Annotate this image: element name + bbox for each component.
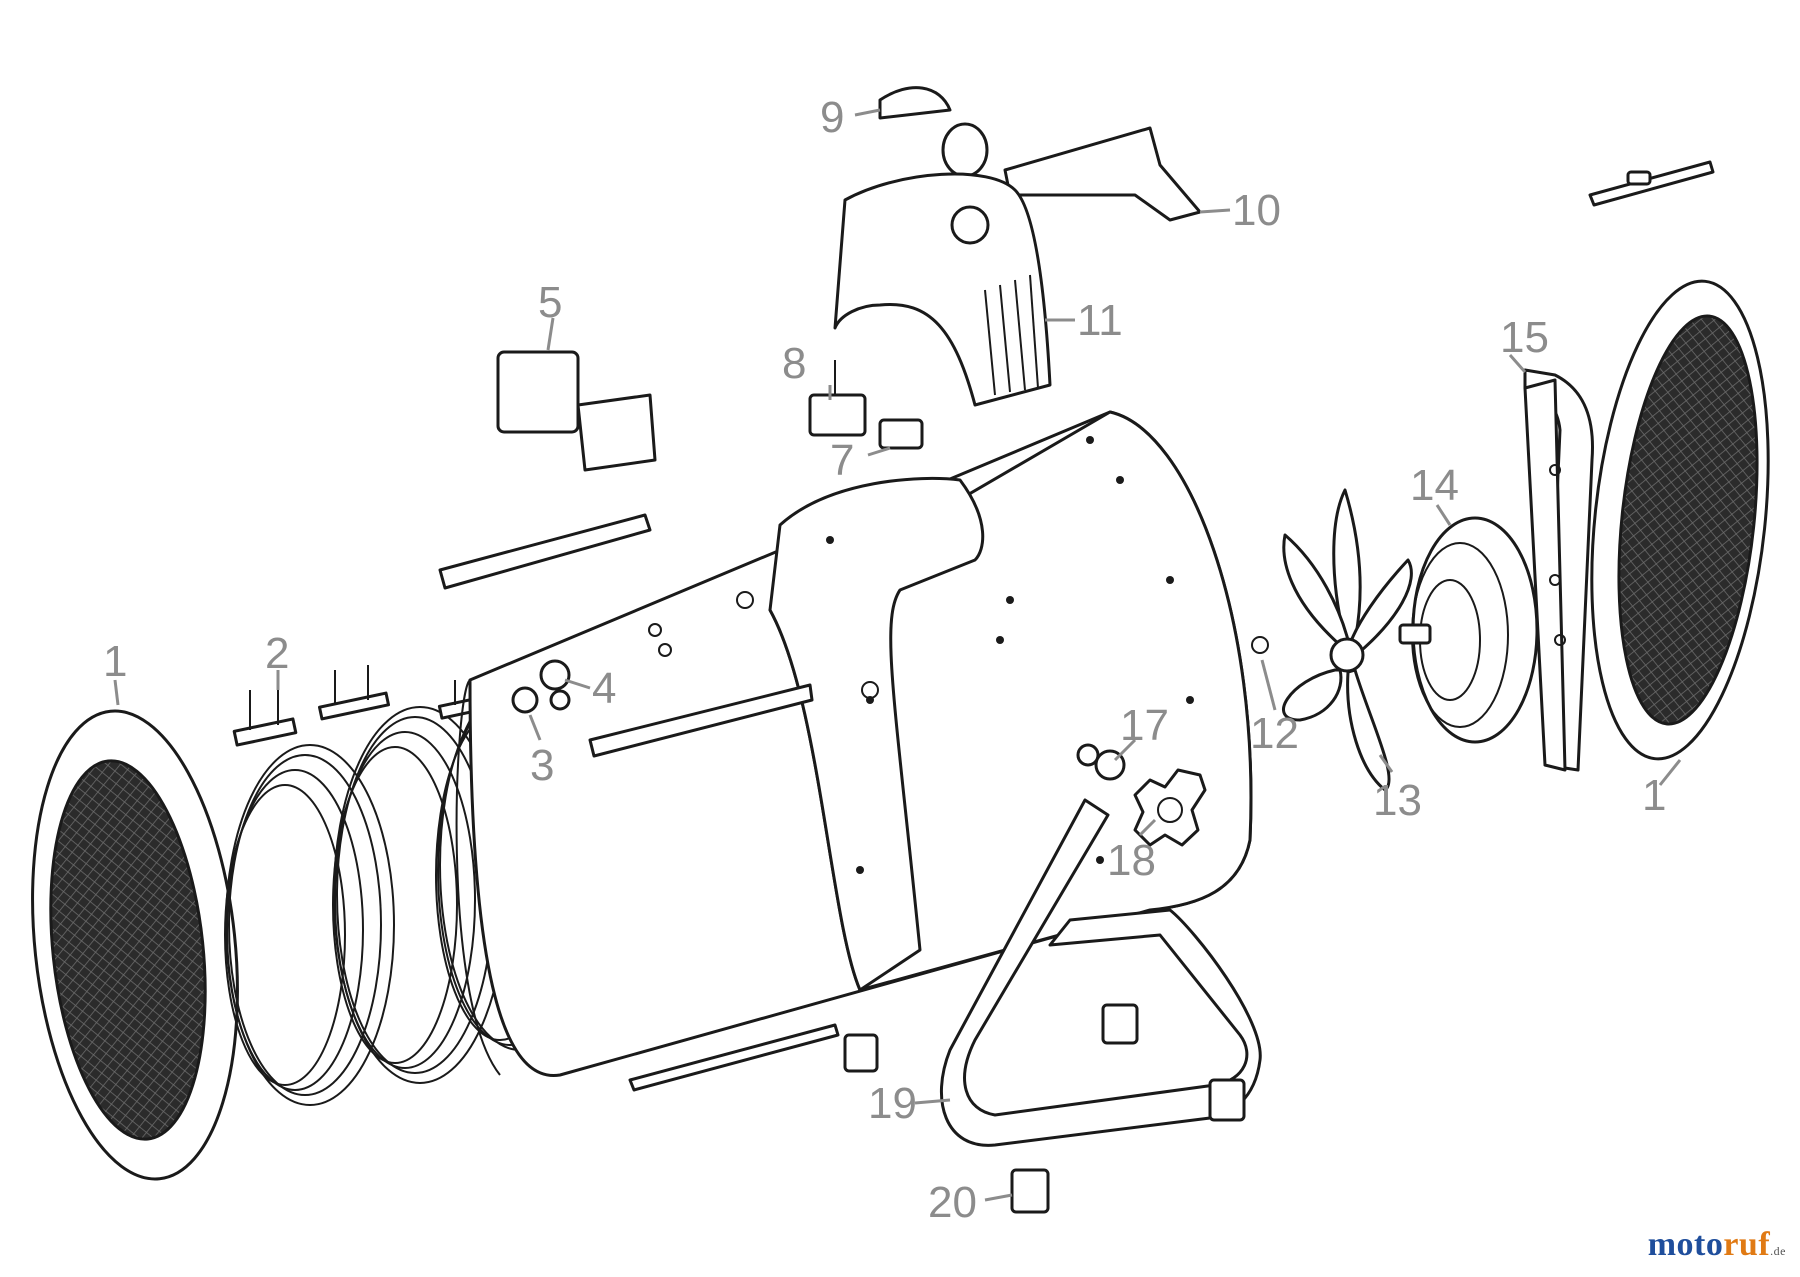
switch bbox=[808, 360, 867, 437]
fan-blade bbox=[1282, 488, 1413, 792]
foot-clip bbox=[1010, 1168, 1050, 1214]
motor-bracket bbox=[1523, 368, 1594, 772]
callout-19: 19 bbox=[868, 1079, 917, 1128]
watermark-tld: .de bbox=[1770, 1244, 1786, 1258]
callout-1-front: 1 bbox=[103, 637, 127, 686]
motor bbox=[1398, 516, 1539, 744]
callout-10: 10 bbox=[1232, 186, 1281, 235]
connector-block bbox=[878, 418, 924, 450]
callout-8: 8 bbox=[782, 339, 806, 388]
callout-7: 7 bbox=[830, 436, 854, 485]
callout-12: 12 bbox=[1250, 709, 1299, 758]
rear-grille bbox=[1590, 279, 1770, 761]
watermark-part-a: moto bbox=[1647, 1226, 1724, 1263]
callout-14: 14 bbox=[1410, 461, 1459, 510]
top-cover bbox=[833, 172, 1052, 407]
star-knob bbox=[1133, 768, 1207, 847]
control-knob bbox=[878, 86, 989, 178]
callout-1-rear: 1 bbox=[1642, 771, 1666, 820]
heater-body bbox=[455, 410, 1269, 1078]
grille-clip bbox=[1588, 160, 1715, 207]
callout-2: 2 bbox=[265, 629, 289, 678]
carry-handle bbox=[1003, 126, 1202, 222]
callout-15: 15 bbox=[1500, 313, 1549, 362]
watermark-part-b: ruf bbox=[1723, 1226, 1771, 1263]
callout-13: 13 bbox=[1373, 776, 1422, 825]
callout-17: 17 bbox=[1120, 701, 1169, 750]
callout-18: 18 bbox=[1107, 836, 1156, 885]
callout-3: 3 bbox=[530, 741, 554, 790]
callout-4: 4 bbox=[592, 664, 616, 713]
leader-lines bbox=[113, 108, 1682, 1202]
rails bbox=[438, 513, 840, 1092]
thermostat-parts bbox=[511, 659, 571, 714]
callout-11: 11 bbox=[1077, 296, 1123, 345]
callout-5: 5 bbox=[538, 278, 562, 327]
capacitor bbox=[496, 350, 657, 472]
callout-labels: 1 2 3 4 5 7 8 9 10 11 12 13 14 15 1 17 1… bbox=[103, 93, 1666, 1227]
motoruf-watermark-logo: motoruf.de bbox=[1648, 1226, 1786, 1264]
stand-frame bbox=[843, 798, 1262, 1147]
callout-9: 9 bbox=[820, 93, 844, 142]
front-grille bbox=[31, 709, 239, 1181]
callout-20: 20 bbox=[928, 1178, 977, 1227]
